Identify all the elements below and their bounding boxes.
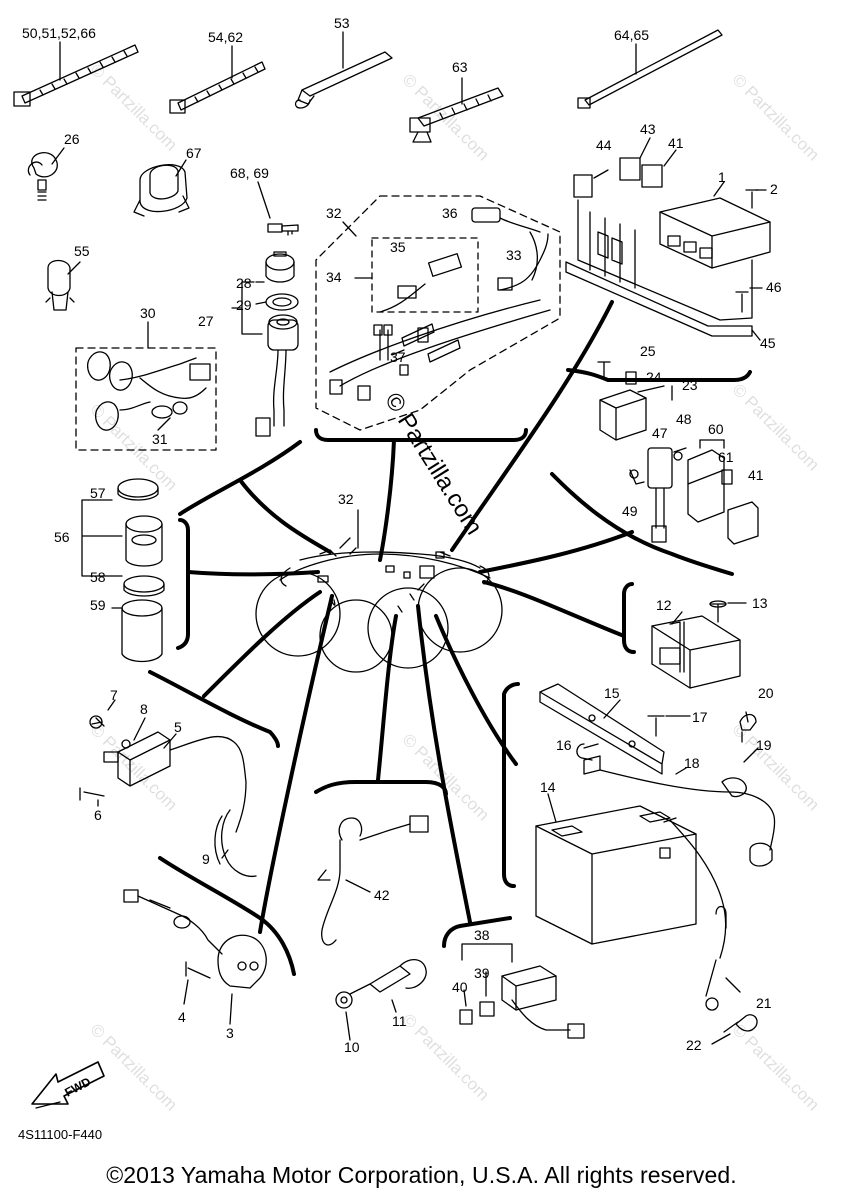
part-label-59: 59 (90, 597, 106, 613)
part-label-53: 53 (334, 15, 350, 31)
cable-tie-63 (409, 77, 504, 143)
part-label-34: 34 (326, 269, 342, 285)
copyright-notice: ©2013 Yamaha Motor Corporation, U.S.A. A… (106, 1162, 737, 1188)
part-label-42: 42 (374, 887, 390, 903)
part-label-20: 20 (758, 685, 774, 701)
part-label-41-bottom: 41 (748, 467, 764, 483)
part-label-15: 15 (604, 685, 620, 701)
part-label-14: 14 (540, 779, 556, 795)
relay-38 (459, 943, 585, 1039)
part-label-22: 22 (686, 1037, 702, 1053)
rectifier-12 (651, 600, 747, 689)
part-label-16: 16 (556, 737, 572, 753)
part-label-25: 25 (640, 343, 656, 359)
part-label-35: 35 (390, 239, 406, 255)
part-label-68: 68, 69 (230, 165, 269, 181)
fwd-arrow-icon (31, 1061, 105, 1109)
part-label-47: 47 (652, 425, 668, 441)
main-switch-27 (231, 251, 299, 437)
part-label-6: 6 (94, 807, 102, 823)
key-68 (257, 181, 299, 236)
ecu-bracket (565, 137, 771, 341)
part-label-27: 27 (198, 313, 214, 329)
sub-harness-32 (315, 195, 561, 431)
part-label-28: 28 (236, 275, 252, 291)
bracket-lines (148, 300, 752, 976)
part-label-2: 2 (770, 181, 778, 197)
part-label-12: 12 (656, 597, 672, 613)
part-label-30: 30 (140, 305, 156, 321)
part-label-33: 33 (506, 247, 522, 263)
part-label-38: 38 (474, 927, 490, 943)
part-label-8: 8 (140, 701, 148, 717)
part-label-10: 10 (344, 1039, 360, 1055)
part-label-17: 17 (692, 709, 708, 725)
lamp-harness-30 (75, 321, 217, 451)
part-label-24: 24 (646, 369, 662, 385)
cable-tie-50 (13, 41, 139, 107)
cable-tie-64 (577, 29, 723, 109)
part-label-32-top: 32 (326, 205, 342, 221)
clamp-26 (27, 147, 65, 201)
part-label-55: 55 (74, 243, 90, 259)
clamp-67 (133, 159, 190, 217)
part-label-56: 56 (54, 529, 70, 545)
cable-tie-54 (169, 45, 266, 114)
part-label-41-top: 41 (668, 135, 684, 151)
part-label-13: 13 (752, 595, 768, 611)
pickup-coil-3 (123, 889, 267, 1025)
part-label-7: 7 (110, 687, 118, 703)
part-label-9: 9 (202, 851, 210, 867)
part-label-4: 4 (178, 1009, 186, 1025)
part-label-3: 3 (226, 1025, 234, 1041)
ignition-coil-5 (79, 699, 257, 878)
part-label-57: 57 (90, 485, 106, 501)
part-label-50: 50,51,52,66 (22, 25, 96, 41)
part-label-26: 26 (64, 131, 80, 147)
part-label-48: 48 (676, 411, 692, 427)
part-label-43: 43 (640, 121, 656, 137)
part-label-67: 67 (186, 145, 202, 161)
part-label-18: 18 (684, 755, 700, 771)
part-label-23: 23 (682, 377, 698, 393)
part-label-60: 60 (708, 421, 724, 437)
part-label-37: 37 (390, 349, 406, 365)
part-label-11: 11 (392, 1013, 407, 1029)
part-label-1: 1 (718, 169, 726, 185)
part-label-49: 49 (622, 503, 638, 519)
part-label-46: 46 (766, 279, 782, 295)
part-label-58: 58 (90, 569, 106, 585)
part-label-39: 39 (474, 965, 490, 981)
part-label-64: 64,65 (614, 27, 650, 43)
part-label-44: 44 (596, 137, 612, 153)
part-label-29: 29 (236, 297, 252, 313)
switch-42 (317, 815, 429, 1041)
clip-55 (45, 259, 81, 311)
part-label-40: 40 (452, 979, 468, 995)
battery-group (535, 683, 776, 1045)
diagram-code: 4S11100-F440 (18, 1127, 103, 1142)
part-label-61: 61 (718, 449, 734, 465)
part-label-45: 45 (760, 335, 776, 351)
part-label-5: 5 (174, 719, 182, 735)
part-label-31: 31 (152, 431, 168, 447)
part-label-19: 19 (756, 737, 772, 753)
part-label-36: 36 (442, 205, 458, 221)
part-label-54: 54,62 (208, 29, 244, 45)
relay-group (597, 361, 759, 545)
socket-group (81, 478, 165, 663)
part-label-32-center: 32 (338, 491, 354, 507)
part-label-21: 21 (756, 995, 772, 1011)
part-label-63: 63 (452, 59, 468, 75)
cable-tie-53 (294, 31, 393, 109)
